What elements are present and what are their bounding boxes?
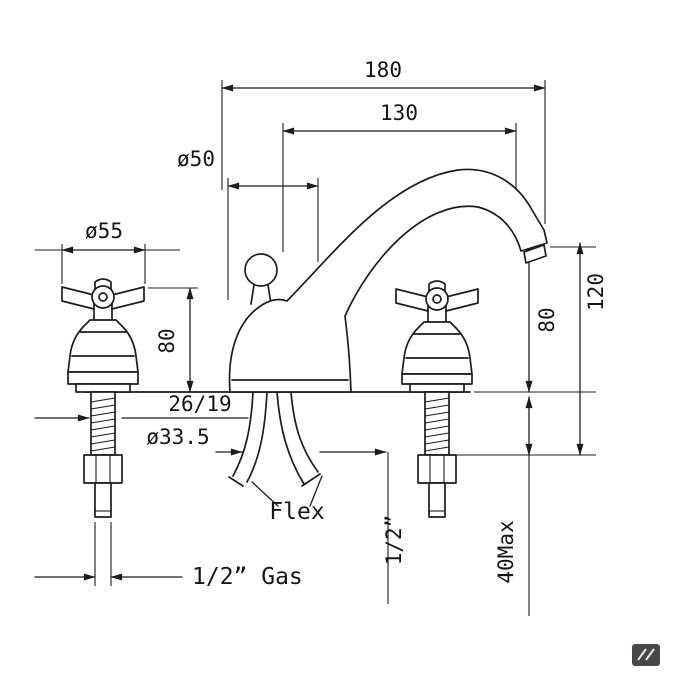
flex-hoses bbox=[228, 391, 321, 487]
dim-max-counter-thickness: 40Max bbox=[494, 520, 518, 583]
dim-inlet-thread-gas: 1/2” Gas bbox=[192, 564, 303, 590]
right-inlet-shank bbox=[417, 391, 457, 518]
dim-handle-diameter: ø55 bbox=[85, 219, 123, 243]
dim-left-height: 80 bbox=[155, 328, 179, 353]
dim-flex-diameter: ø33.5 bbox=[146, 425, 209, 449]
spout-aerator bbox=[523, 244, 547, 264]
brand-logo bbox=[632, 644, 660, 666]
right-handle bbox=[395, 280, 479, 393]
dim-thread-detail: 26/19 bbox=[168, 392, 231, 416]
extension-lines bbox=[35, 80, 596, 616]
lever-knob bbox=[244, 253, 278, 287]
left-inlet-shank bbox=[83, 391, 123, 518]
dimension-labels: 180 130 ø50 ø55 80 80 120 26/19 ø33.5 Fl… bbox=[85, 58, 608, 590]
left-handle bbox=[61, 278, 145, 393]
dimension-lines bbox=[34, 84, 584, 581]
dim-overall-width: 180 bbox=[364, 58, 402, 82]
dim-spout-reach: 130 bbox=[380, 101, 418, 125]
dim-body-diameter: ø50 bbox=[177, 147, 215, 171]
faucet-body-and-spout bbox=[228, 168, 548, 393]
dim-outlet-height: 80 bbox=[535, 307, 559, 332]
dim-inlet-thread: 1/2” bbox=[382, 515, 406, 566]
label-flex: Flex bbox=[269, 499, 324, 525]
dim-total-height: 120 bbox=[584, 273, 608, 311]
